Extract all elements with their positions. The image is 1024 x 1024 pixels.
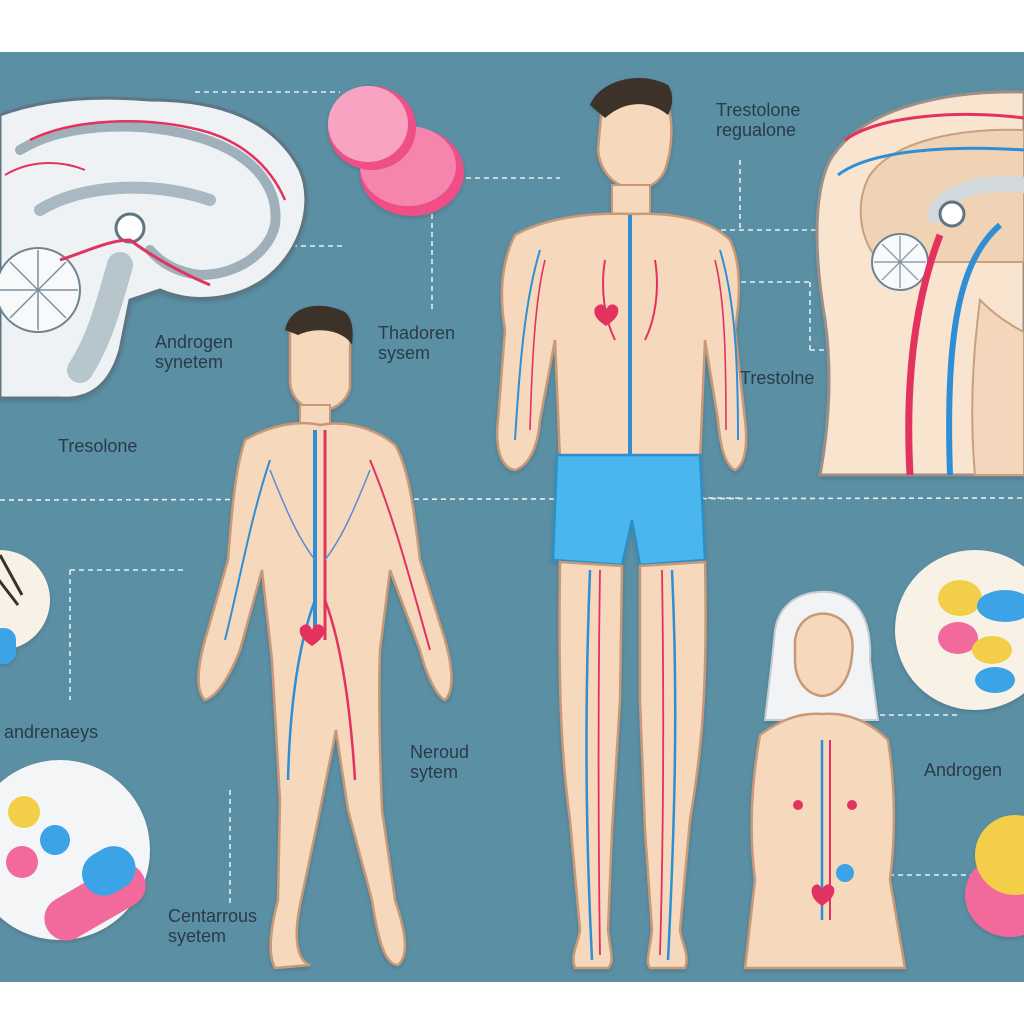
man-standing — [496, 77, 748, 970]
connector-lines — [0, 91, 1024, 905]
pill-plate-right — [895, 550, 1024, 710]
brain-cross-section — [0, 96, 308, 400]
label-androgen-right: Androgen — [924, 760, 1003, 780]
pill-plate-bottom-left — [0, 760, 150, 941]
pink-disc-pill — [328, 86, 464, 216]
pill-plate-left-edge — [0, 550, 50, 664]
pill-stack-bottom-right — [965, 815, 1024, 937]
head-side-section — [815, 90, 1024, 477]
label-andrenaeys: andrenaeys — [4, 722, 99, 742]
label-trestolne: Trestolne — [740, 368, 815, 388]
woman-torso — [743, 590, 907, 970]
label-tresolone: Tresolone — [58, 436, 138, 456]
man-walking — [197, 305, 453, 970]
